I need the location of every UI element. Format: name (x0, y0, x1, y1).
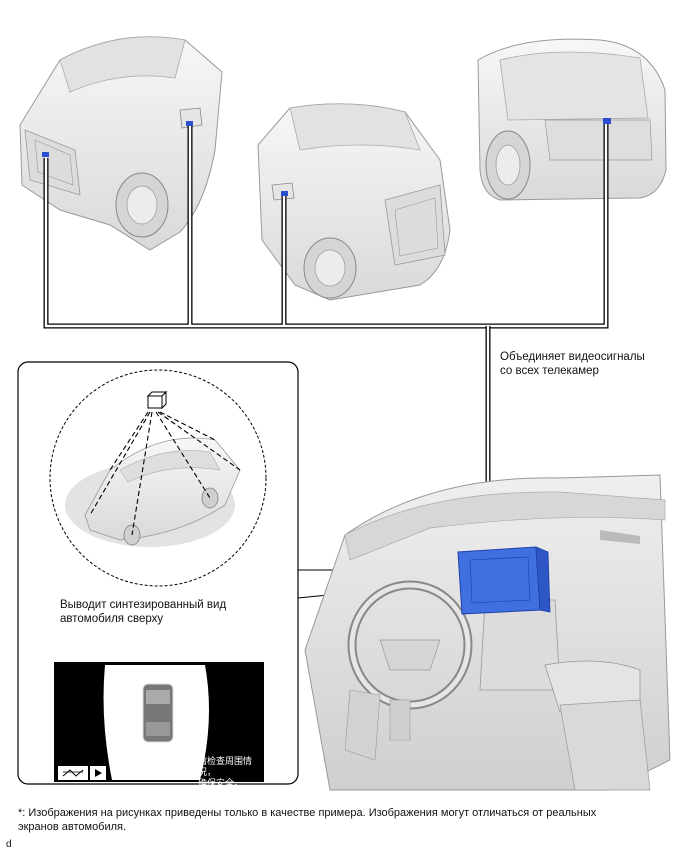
monitor-screen (54, 662, 264, 782)
camera-icon (146, 390, 168, 410)
screen-warning-text: 请检查周围情况， 确保安全。 (198, 757, 253, 789)
camera-front (42, 152, 49, 157)
ecu-unit (457, 546, 551, 615)
top-view-illustration (49, 369, 267, 587)
camera-left-mirror (186, 121, 193, 126)
vehicle-front-left (19, 36, 223, 251)
footnote: *: Изображения на рисунках приведены тол… (18, 807, 597, 833)
dashboard-illustration (304, 474, 671, 791)
view-switch-icon[interactable] (58, 766, 88, 780)
play-icon[interactable] (90, 766, 106, 780)
label-synthesized-view: Выводит синтезированный вид автомобиля с… (60, 599, 227, 625)
corner-letter: d (6, 839, 12, 850)
label-combine-signals: Объединяет видеосигналы со всех телекаме… (500, 351, 645, 377)
vehicle-rear (477, 38, 667, 201)
vehicle-front-right (257, 103, 451, 301)
camera-right-mirror (281, 191, 288, 196)
camera-rear (603, 118, 611, 124)
